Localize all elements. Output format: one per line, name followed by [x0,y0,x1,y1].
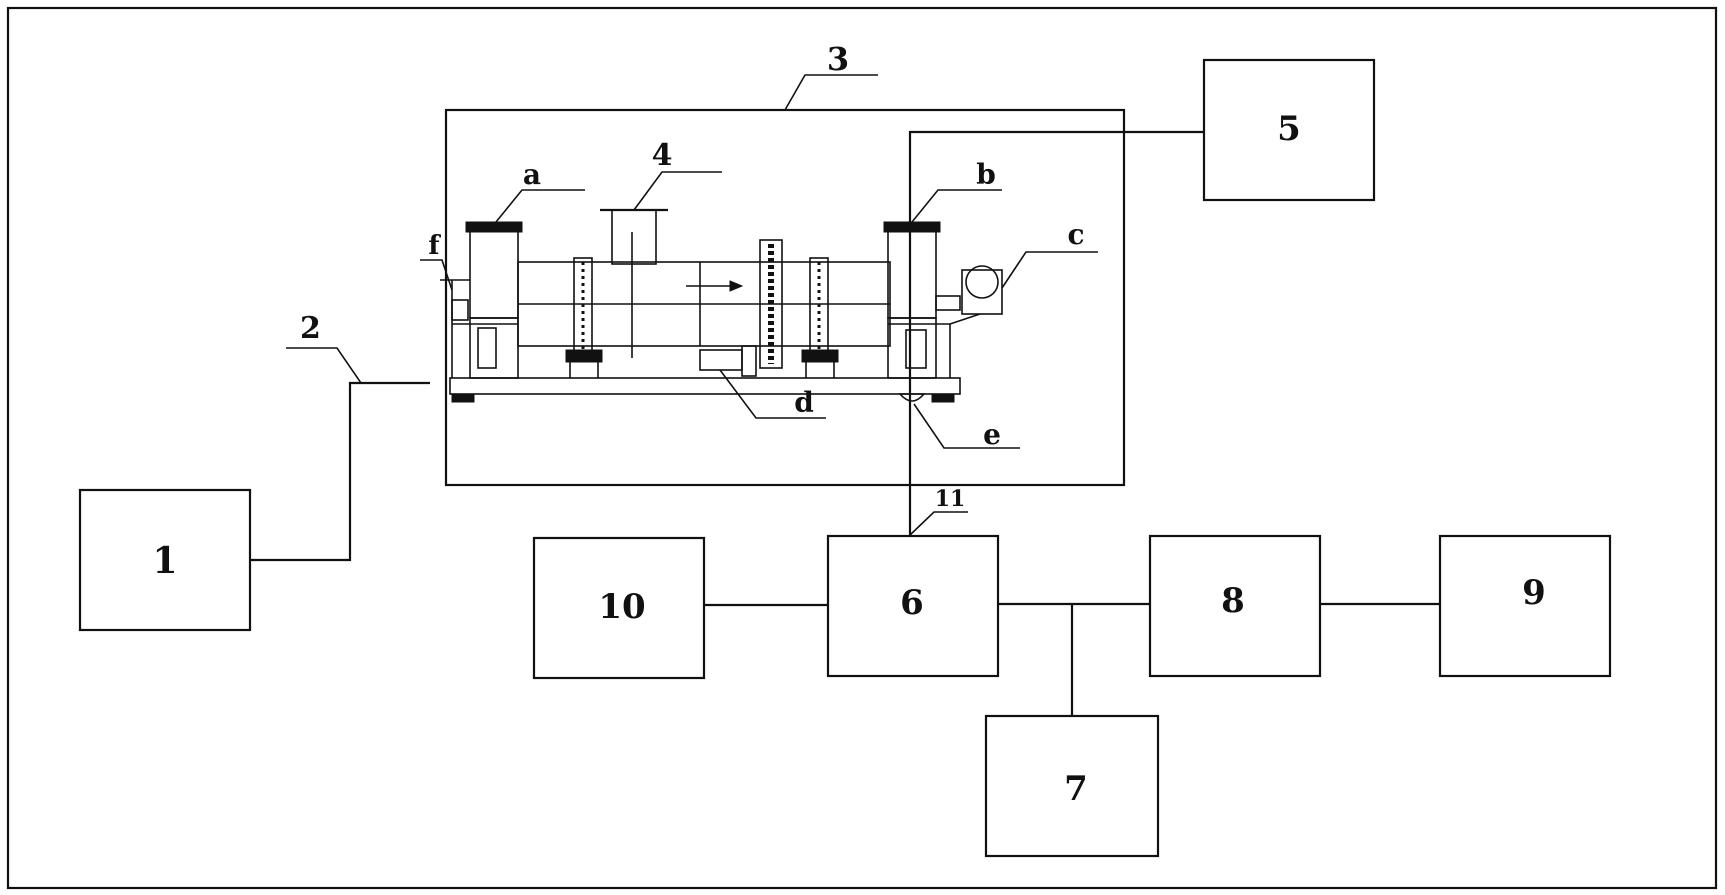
block-9: 9 [1438,534,1612,678]
pipe-5-to-6 [908,130,1204,535]
leader-f-label: f [428,231,441,261]
leader-c-label: c [1067,218,1084,251]
leader-a [495,189,585,223]
girth-gear [759,239,783,369]
block-8: 8 [1148,534,1322,678]
support-roller-left [565,349,603,363]
leader-d [719,369,826,419]
outlet-e-shape [898,393,926,402]
block-5-label: 5 [1277,109,1301,149]
leader-d-label: d [794,386,814,419]
leader-11 [909,511,968,536]
leader-f [420,259,453,291]
block-6-label: 6 [900,583,924,623]
block-5: 5 [1202,58,1376,202]
leader-2 [286,347,362,384]
fan-c [965,265,999,299]
block-10: 10 [532,536,706,680]
leader-a-label: a [523,158,541,191]
leader-11-label: 11 [935,486,966,512]
block-3 [444,108,1126,487]
block-6: 6 [826,534,1000,678]
leader-b-label: b [976,158,996,191]
foot-right [931,393,955,403]
leader-3 [784,74,878,111]
head-a-flange [465,221,523,233]
pipe-2 [250,381,430,562]
block-1-label: 1 [152,540,177,582]
inlet-f [451,299,469,321]
base-frame [449,377,961,395]
leader-c [1001,251,1098,289]
rotary-dryer-equipment [440,208,1003,403]
leader-e-label: e [983,418,1001,451]
block-7-label: 7 [1064,769,1088,809]
block-7: 7 [984,714,1160,858]
leader-2-label: 2 [300,311,321,346]
flow-arrow-head [729,280,744,292]
leader-4-label: 4 [652,138,673,173]
block-8-label: 8 [1221,581,1245,621]
leader-b [911,189,1002,223]
block-9-label: 9 [1522,573,1546,613]
block-1: 1 [78,488,252,632]
foot-left [451,393,475,403]
support-roller-right [801,349,839,363]
head-b-flange [883,221,941,233]
leader-4 [633,171,722,211]
leader-3-label: 3 [827,40,849,78]
fan-coupling [935,295,961,311]
block-10-label: 10 [598,587,645,627]
leader-e [913,403,1020,449]
